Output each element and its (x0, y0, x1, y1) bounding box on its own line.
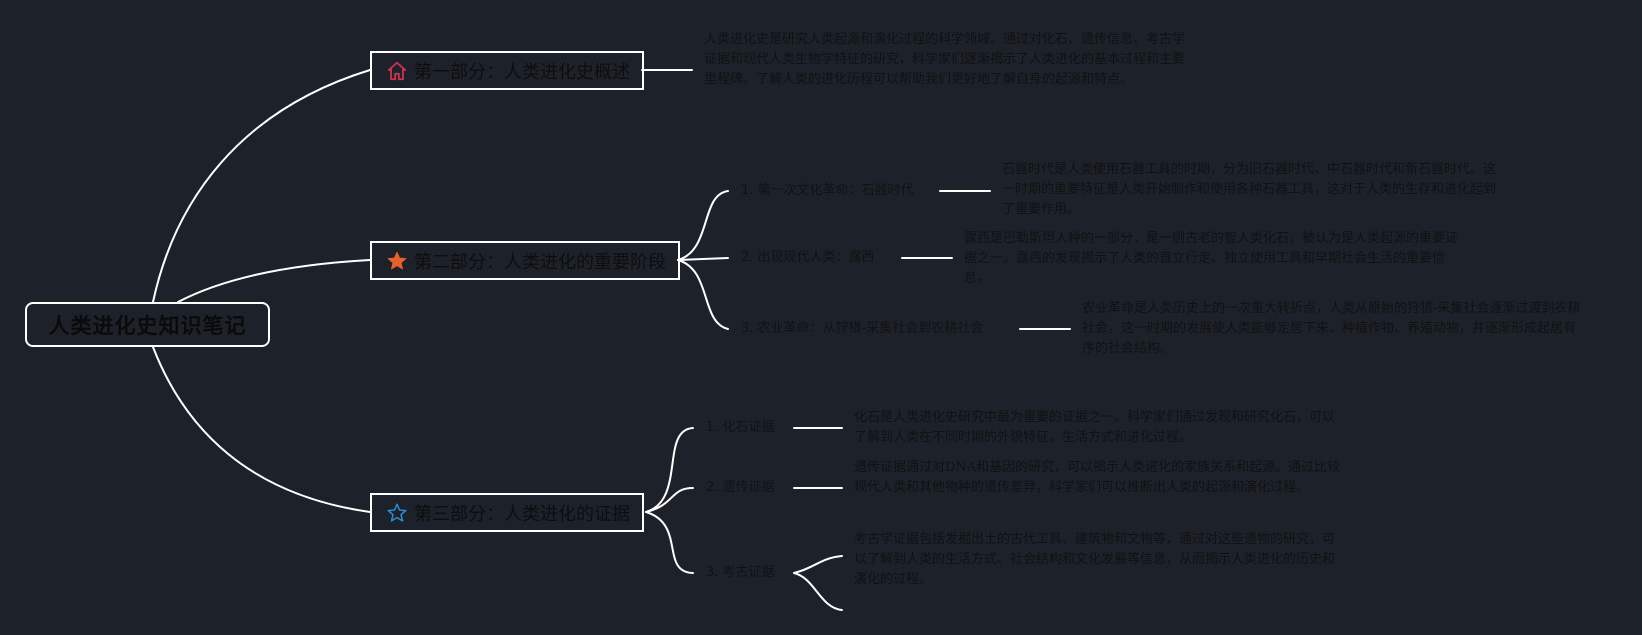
section-2-item-2-desc: 露西是巴勒斯坦人种的一部分，是一例古老的智人类化石，被认为是人类起源的重要证据之… (964, 231, 1459, 286)
section-3-item-3[interactable]: 3. 考古证据 (706, 565, 775, 580)
link-s2-i1 (677, 190, 729, 261)
section-3-item-2[interactable]: 2. 遗传证据 (706, 480, 775, 495)
section-2-item-1[interactable]: 1. 第一次文化革命：石器时代 (741, 183, 914, 198)
section-2-node[interactable]: 第二部分：人类进化的重要阶段 (370, 241, 680, 280)
section-2-item-3[interactable]: 3. 农业革命：从狩猎-采集社会到农耕社会 (741, 321, 984, 336)
link-s2-i3 (677, 259, 729, 330)
home-icon (386, 60, 408, 82)
link-s3-i3-desc-b (793, 572, 843, 611)
link-root-s2 (177, 259, 371, 303)
section-3-item-1[interactable]: 1. 化石证据 (706, 420, 775, 435)
section-1-desc: 人类进化史是研究人类起源和演化过程的科学领域。通过对化石、遗传信息、考古学证据和… (704, 32, 1186, 87)
section-3-title: 第三部分：人类进化的证据 (414, 503, 630, 525)
root-title: 人类进化史知识笔记 (48, 313, 247, 338)
section-3-item-1-desc: 化石是人类进化史研究中最为重要的证据之一。科学家们通过发现和研究化石，可以了解到… (854, 410, 1336, 445)
link-root-s1 (152, 69, 371, 303)
star-outline-icon (386, 502, 408, 524)
root-node[interactable]: 人类进化史知识笔记 (25, 302, 270, 347)
link-s3-i3-desc-a (793, 555, 843, 574)
star-filled-icon (386, 250, 408, 272)
link-s3-i2 (645, 487, 694, 513)
link-s2-i2 (677, 257, 729, 261)
link-root-s3 (152, 346, 371, 513)
section-3-item-3-desc: 考古学证据包括发掘出土的古代工具、建筑物和文物等，通过对这些遗物的研究，可以了解… (854, 532, 1336, 587)
link-s3-i1 (645, 427, 694, 513)
section-2-title: 第二部分：人类进化的重要阶段 (414, 251, 666, 273)
section-1-title: 第一部分：人类进化史概述 (414, 61, 630, 83)
link-s3-i3 (645, 511, 694, 574)
section-2-item-3-desc: 农业革命是人类历史上的一次重大转折点，人类从原始的狩猎-采集社会逐渐过渡到农耕社… (1082, 301, 1581, 356)
section-3-item-2-desc: 遗传证据通过对DNA和基因的研究，可以揭示人类进化的家族关系和起源。通过比较现代… (854, 460, 1341, 495)
section-2-item-1-desc: 石器时代是人类使用石器工具的时期，分为旧石器时代、中石器时代和新石器时代。这一时… (1002, 162, 1497, 217)
section-1-node[interactable]: 第一部分：人类进化史概述 (370, 51, 644, 90)
section-2-item-2[interactable]: 2. 出现现代人类：露西 (741, 250, 875, 265)
section-3-node[interactable]: 第三部分：人类进化的证据 (370, 493, 644, 532)
